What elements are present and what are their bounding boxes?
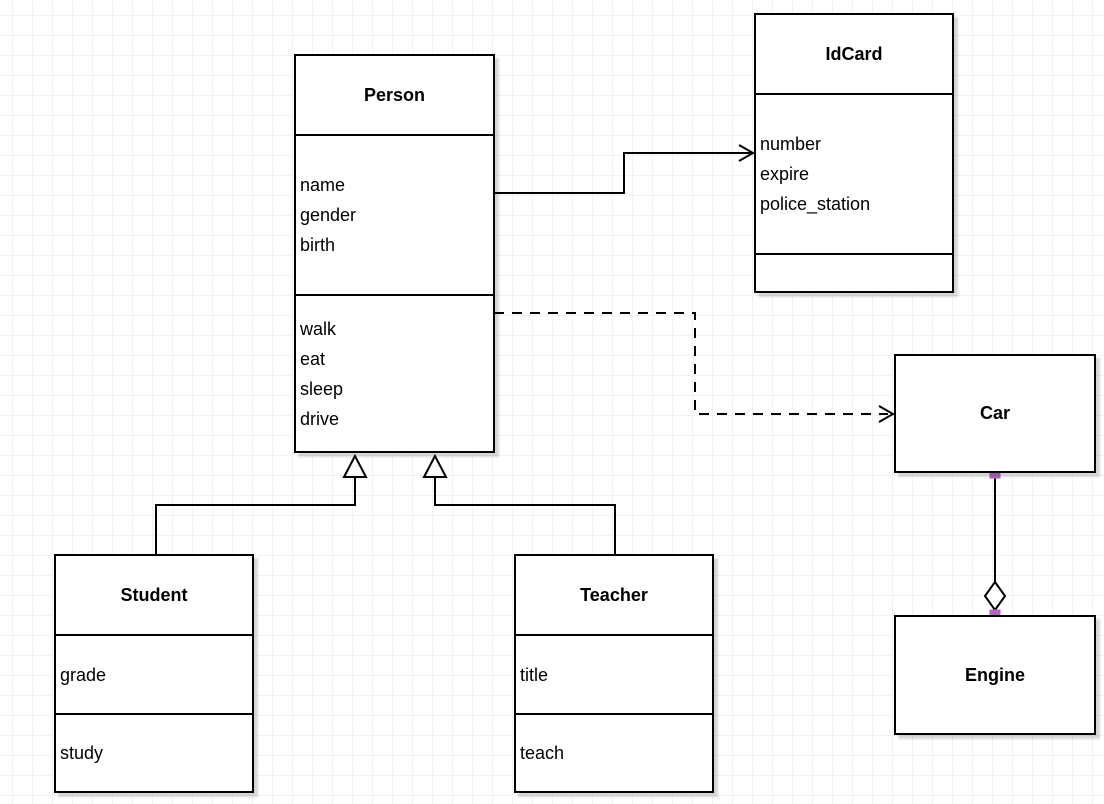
class-engine-title: Engine [964,664,1025,685]
edge-teacher-person-line[interactable] [434,476,616,554]
class-idcard-attributes: number expire police_station [756,93,952,253]
method: study [60,743,104,763]
attribute: expire [760,164,810,184]
class-student-title: Student [120,584,188,605]
edge-student-person-line[interactable] [155,476,356,554]
attribute: birth [300,235,336,255]
method: sleep [300,378,344,399]
class-idcard-title: IdCard [825,43,883,64]
class-idcard[interactable]: IdCard number expire police_station [754,13,954,293]
class-car-title: Car [979,403,1010,423]
edge-student-person-generalization[interactable] [155,453,368,554]
attribute: gender [300,205,357,225]
class-car[interactable]: Car [894,354,1096,473]
class-student-attributes: grade [56,634,252,713]
attribute: police_station [760,194,871,214]
class-person-methods: walk eat sleep drive [296,294,493,451]
method: drive [300,408,340,429]
aggregation-diamond-icon [983,580,1007,612]
class-person-title: Person [363,84,426,105]
class-teacher-attributes: title [516,634,712,713]
open-arrowhead-icon [738,144,756,162]
attribute: grade [60,664,107,685]
class-idcard-methods [756,253,952,291]
method: eat [300,348,326,369]
attribute: number [760,134,822,154]
class-person-attributes: name gender birth [296,134,493,294]
class-person[interactable]: Person name gender birth walk eat sleep … [294,54,495,453]
class-teacher-title: Teacher [580,584,648,605]
class-student[interactable]: Student grade study [54,554,254,793]
edge-person-car-dependency[interactable] [494,312,896,423]
class-student-methods: study [56,713,252,791]
method: teach [520,743,565,763]
edge-person-car-line[interactable] [494,312,888,415]
edge-car-engine-aggregation[interactable] [983,467,1007,621]
attribute: name [300,175,346,195]
class-teacher-methods: teach [516,713,712,791]
class-engine[interactable]: Engine [894,615,1096,735]
edge-person-idcard-line[interactable] [494,152,751,194]
method: walk [300,318,337,339]
hollow-triangle-arrowhead-icon [422,453,448,478]
edge-teacher-person-generalization[interactable] [422,453,616,554]
open-arrowhead-icon [878,405,896,423]
hollow-triangle-arrowhead-icon [342,453,368,478]
edge-person-idcard[interactable] [494,144,756,194]
attribute: title [520,664,549,685]
class-teacher[interactable]: Teacher title teach [514,554,714,793]
